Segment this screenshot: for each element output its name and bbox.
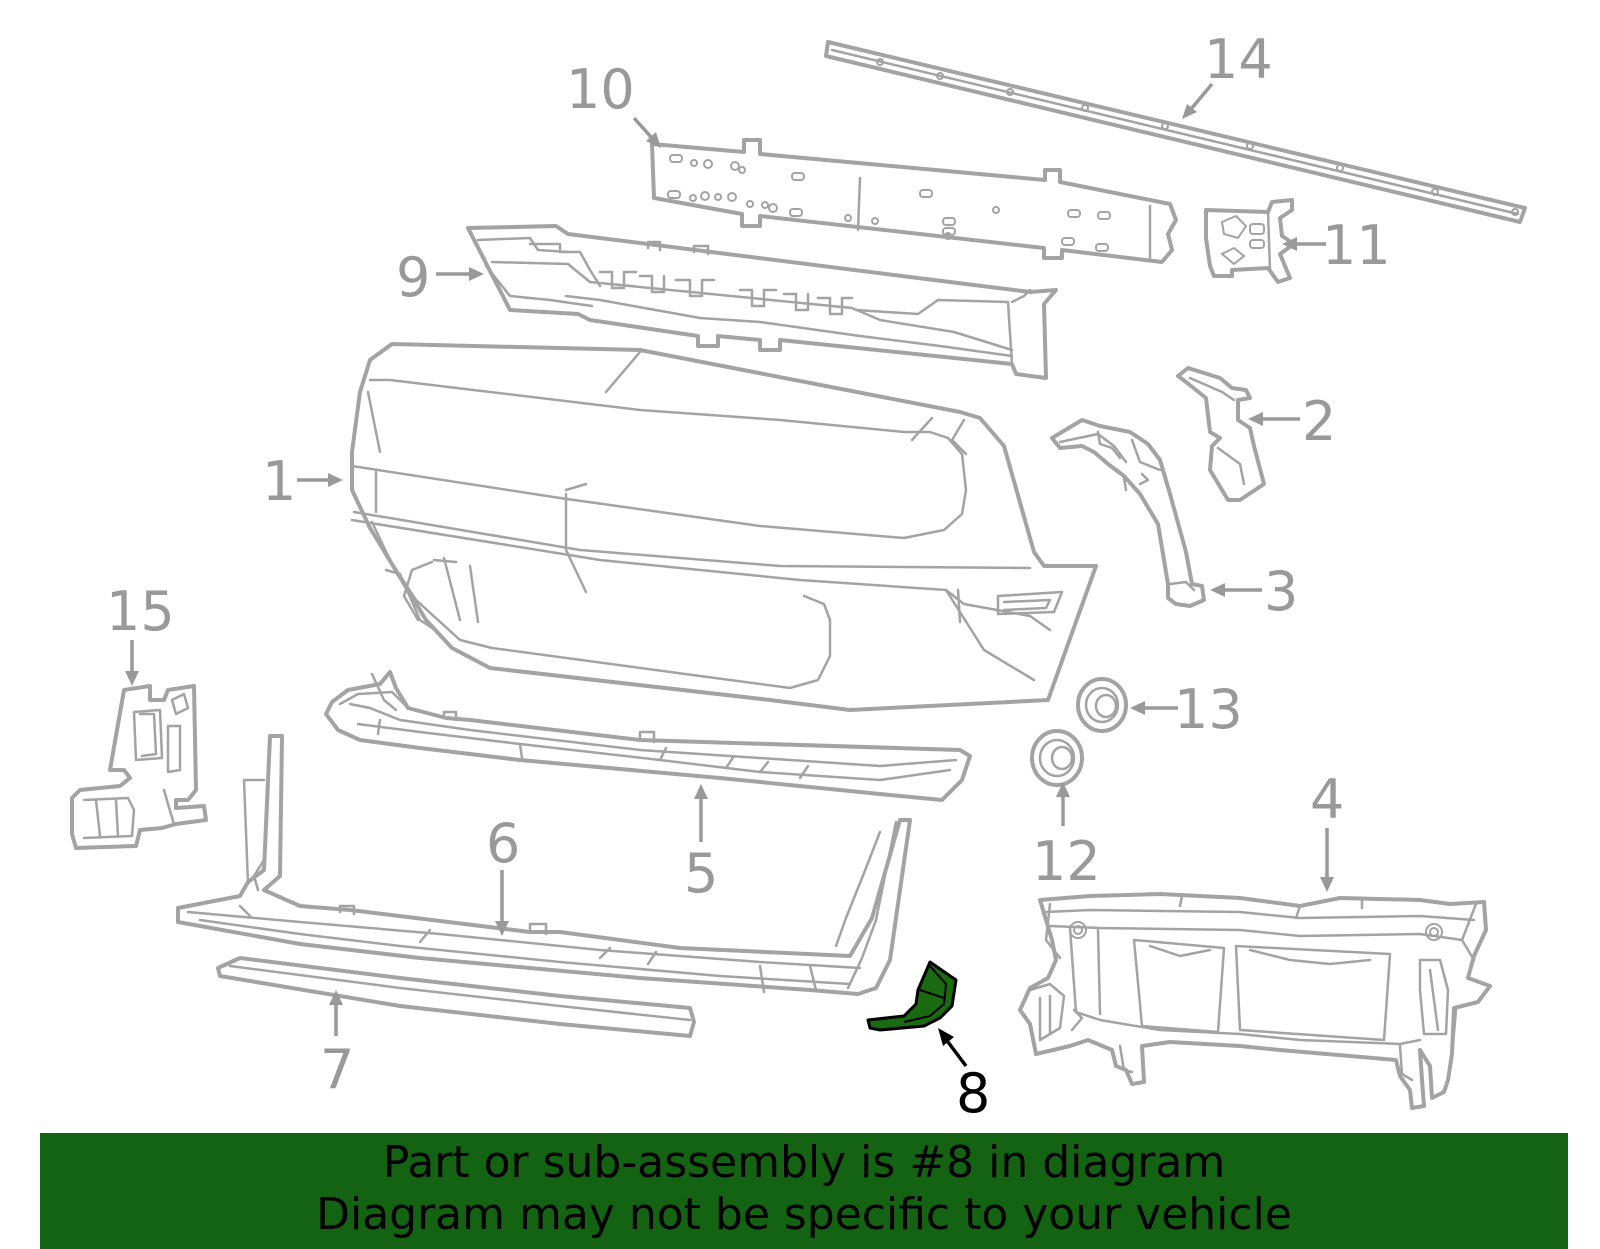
part-11-bracket[interactable] [1204,198,1296,284]
part-2-bracket[interactable] [1176,366,1266,502]
leader-lines [125,82,1334,1068]
callout-2: 2 [1302,390,1336,453]
info-banner: Part or sub-assembly is #8 in diagram Di… [40,1133,1568,1249]
part-7-trim-strip[interactable] [216,956,696,1038]
banner-line-2: Diagram may not be specific to your vehi… [316,1189,1292,1240]
callout-12: 12 [1032,830,1101,893]
part-13-grommet[interactable] [1076,677,1128,733]
callout-14: 14 [1204,28,1273,91]
part-15-sensor[interactable] [70,684,208,850]
callout-6: 6 [486,812,520,875]
part-1-bumper-fascia[interactable] [350,342,1098,712]
part-8-highlighted[interactable] [866,960,958,1032]
callout-5: 5 [684,842,718,905]
banner-line-1: Part or sub-assembly is #8 in diagram [382,1137,1226,1188]
callout-1: 1 [262,450,296,513]
part-12-grommet[interactable] [1030,729,1084,787]
part-10-beam[interactable] [650,138,1178,264]
callout-7: 7 [320,1038,354,1101]
part-4-crossmember[interactable] [1018,892,1492,1110]
callout-11: 11 [1322,214,1391,277]
callout-4: 4 [1310,768,1344,831]
part-14-strip[interactable] [824,40,1527,224]
callout-15: 15 [106,580,175,643]
part-6-absorber[interactable] [176,734,912,996]
callout-13: 13 [1174,678,1243,741]
part-9-grille-support[interactable] [466,224,1058,380]
callout-9: 9 [396,246,430,309]
callout-8: 8 [956,1062,990,1125]
part-5-lower-strip[interactable] [324,670,972,802]
part-3-side-bracket[interactable] [1050,418,1206,608]
callout-10: 10 [566,58,635,121]
callout-labels: 1 2 3 4 5 6 7 8 9 10 11 12 13 14 15 [106,28,1391,1125]
callout-3: 3 [1264,560,1298,623]
